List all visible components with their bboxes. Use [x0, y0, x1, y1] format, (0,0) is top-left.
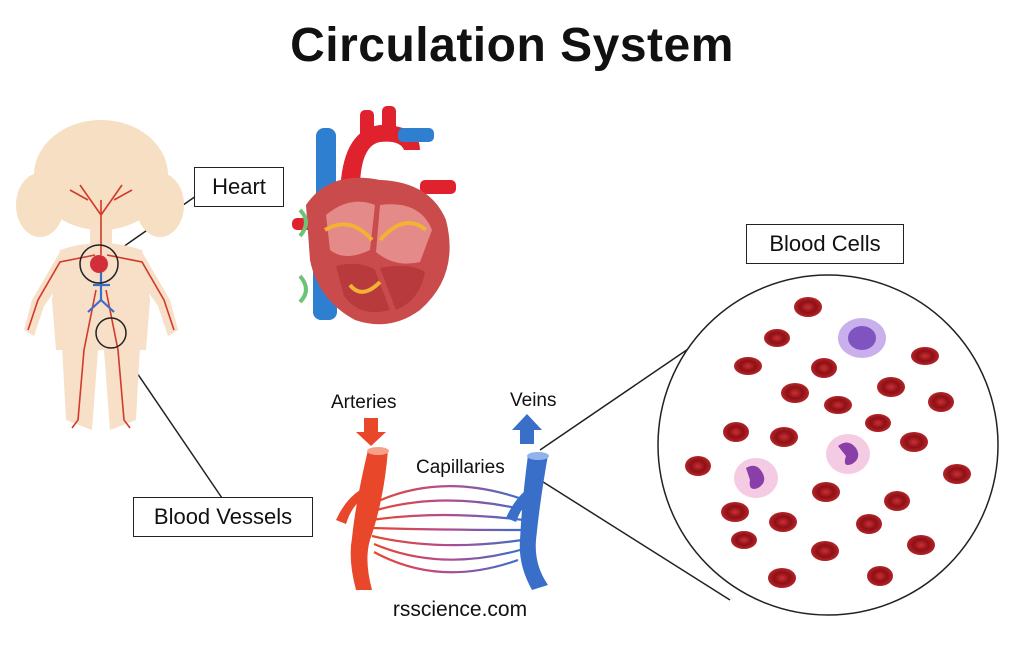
- blood-vessels-label: Blood Vessels: [153, 504, 293, 529]
- page-title: Circulation System: [290, 19, 734, 72]
- arteries-label: Arteries: [331, 392, 397, 413]
- body-figure: [16, 120, 184, 430]
- blood-cells-circle: [657, 274, 999, 616]
- vessel-network: [336, 414, 549, 590]
- blood-cells-label-box: Blood Cells: [746, 224, 904, 264]
- veins-label: Veins: [510, 390, 557, 411]
- blood-vessels-label-box: Blood Vessels: [133, 497, 313, 537]
- blood-cells-label: Blood Cells: [769, 231, 881, 256]
- footer-credit: rsscience.com: [392, 598, 528, 621]
- heart-label: Heart: [212, 174, 266, 199]
- heart-illustration: [292, 106, 456, 325]
- heart-label-box: Heart: [194, 167, 284, 207]
- capillaries-label: Capillaries: [416, 457, 505, 478]
